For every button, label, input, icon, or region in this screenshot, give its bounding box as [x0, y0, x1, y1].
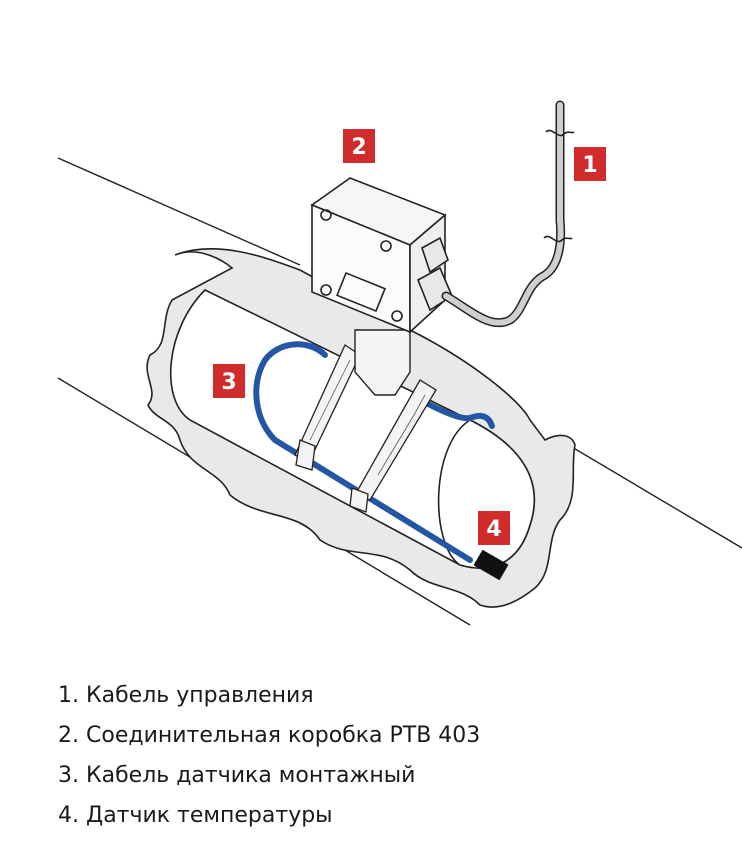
legend-text: Датчик температуры [86, 803, 333, 828]
legend-item-2: 2. Соединительная коробка PTB 403 [58, 716, 480, 756]
marker-3-label: 3 [221, 370, 236, 395]
legend-number: 4. [58, 803, 79, 828]
temperature-sensor [473, 549, 509, 581]
legend-item-4: 4. Датчик температуры [58, 796, 480, 836]
marker-1-badge [574, 147, 606, 181]
cable-break-marks [543, 129, 575, 243]
marker-3: 3 [213, 364, 245, 398]
marker-1-label: 1 [582, 153, 597, 178]
marker-2-badge [343, 129, 375, 163]
legend-number: 2. [58, 723, 79, 748]
marker-2-label: 2 [351, 135, 366, 160]
control-cable [441, 100, 566, 328]
junction-box [310, 177, 454, 334]
marker-2: 2 [343, 129, 375, 163]
legend-text: Кабель датчика монтажный [86, 763, 416, 788]
marker-4: 4 [478, 511, 510, 545]
legend-number: 3. [58, 763, 79, 788]
legend-text: Кабель управления [86, 683, 314, 708]
installation-diagram: 1 2 3 4 [57, 100, 742, 626]
legend-list: 1. Кабель управления 2. Соединительная кор… [58, 676, 480, 836]
marker-1: 1 [574, 147, 606, 181]
legend-number: 1. [58, 683, 79, 708]
marker-4-badge [478, 511, 510, 545]
sensor-cable [253, 341, 495, 563]
marker-4-label: 4 [486, 517, 501, 542]
legend-item-1: 1. Кабель управления [58, 676, 480, 716]
marker-3-badge [213, 364, 245, 398]
legend-text: Соединительная коробка PTB 403 [86, 723, 481, 748]
legend-item-3: 3. Кабель датчика монтажный [58, 756, 480, 796]
